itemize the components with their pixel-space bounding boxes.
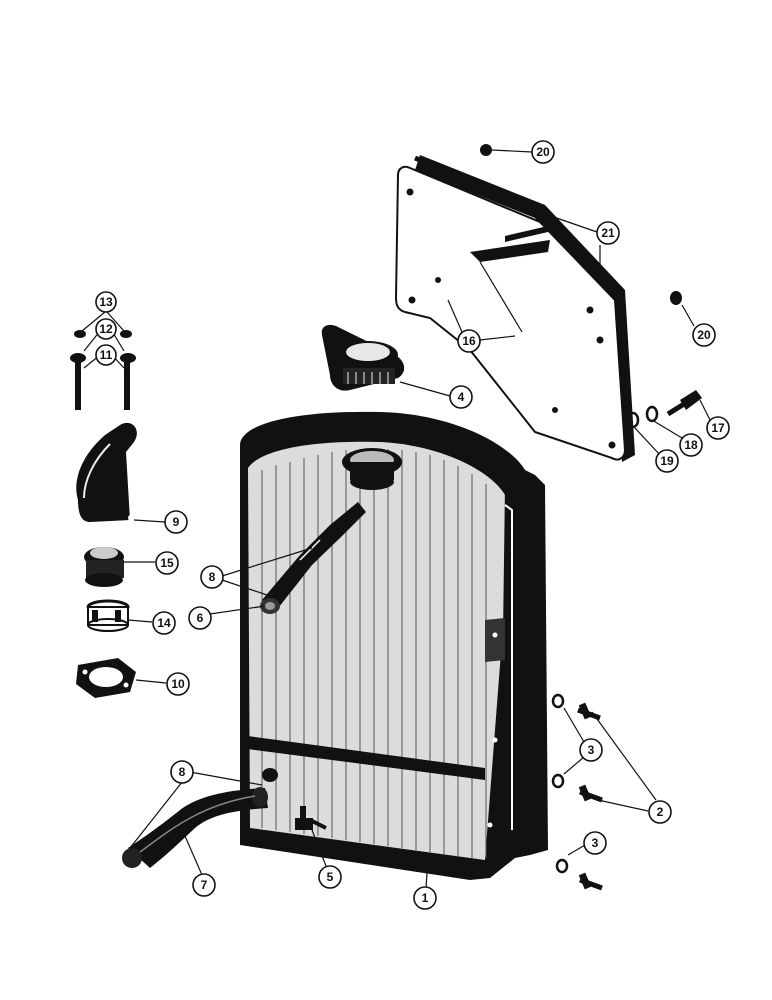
callout-label: 6: [197, 611, 204, 625]
callout-21: 21: [596, 221, 620, 245]
callout-4: 4: [449, 385, 473, 409]
callout-3-upper: 3: [579, 738, 603, 762]
callout-7: 7: [192, 873, 216, 897]
callout-17: 17: [706, 416, 730, 440]
callout-label: 19: [660, 454, 674, 468]
callout-19: 19: [655, 449, 679, 473]
callout-label: 4: [458, 390, 465, 404]
shroud-rubber-strip: [414, 155, 546, 215]
grommet-upper: [480, 144, 492, 156]
lower-hose: [122, 768, 278, 868]
callout-8-lower: 8: [170, 760, 194, 784]
callout-1: 1: [413, 886, 437, 910]
callout-label: 15: [160, 556, 174, 570]
shroud-bolt: [666, 390, 702, 417]
callout-10: 10: [166, 672, 190, 696]
callout-5: 5: [318, 865, 342, 889]
callout-11: 11: [95, 344, 117, 366]
radiator-assembly: [240, 411, 548, 880]
callout-label: 20: [697, 328, 711, 342]
callout-8-upper: 8: [200, 565, 224, 589]
callout-label: 9: [173, 515, 180, 529]
thermostat: [84, 547, 124, 587]
grommet-right: [670, 291, 682, 305]
callout-label: 3: [592, 836, 599, 850]
callout-label: 17: [711, 421, 725, 435]
callout-label: 1: [422, 891, 429, 905]
callout-label: 16: [462, 334, 476, 348]
callout-3-lower: 3: [583, 831, 607, 855]
callout-label: 20: [536, 145, 550, 159]
callout-label: 2: [657, 805, 664, 819]
outlet-gasket: [76, 658, 136, 698]
flat-washer: [626, 411, 640, 429]
callout-label: 11: [100, 348, 113, 362]
lock-washer: [645, 405, 659, 423]
radiator-cap: [321, 324, 405, 391]
callout-label: 5: [327, 870, 334, 884]
callout-label: 13: [99, 295, 113, 309]
side-bolts: [551, 693, 603, 891]
callout-13: 13: [95, 291, 117, 313]
callout-label: 3: [588, 743, 595, 757]
callout-label: 10: [171, 677, 185, 691]
callout-15: 15: [155, 551, 179, 575]
callout-label: 18: [684, 438, 698, 452]
callout-16: 16: [457, 329, 481, 353]
callout-label: 14: [157, 616, 171, 630]
callout-label: 8: [179, 765, 186, 779]
callout-20-upper: 20: [531, 140, 555, 164]
callout-label: 21: [601, 226, 615, 240]
callout-20-right: 20: [692, 323, 716, 347]
callout-18: 18: [679, 433, 703, 457]
water-outlet-elbow: [76, 422, 138, 522]
callout-label: 7: [201, 878, 208, 892]
callout-label: 8: [209, 570, 216, 584]
callout-6: 6: [188, 606, 212, 630]
radiator-core-fins: [261, 449, 487, 858]
hose-clamp-studs: [70, 330, 136, 410]
callout-12: 12: [95, 318, 117, 340]
upper-hose: [260, 502, 366, 614]
callout-2: 2: [648, 800, 672, 824]
callout-label: 12: [99, 322, 113, 336]
callout-14: 14: [152, 611, 176, 635]
thermostat-seal: [86, 599, 130, 632]
callout-9: 9: [164, 510, 188, 534]
drain-cock: [295, 806, 327, 830]
